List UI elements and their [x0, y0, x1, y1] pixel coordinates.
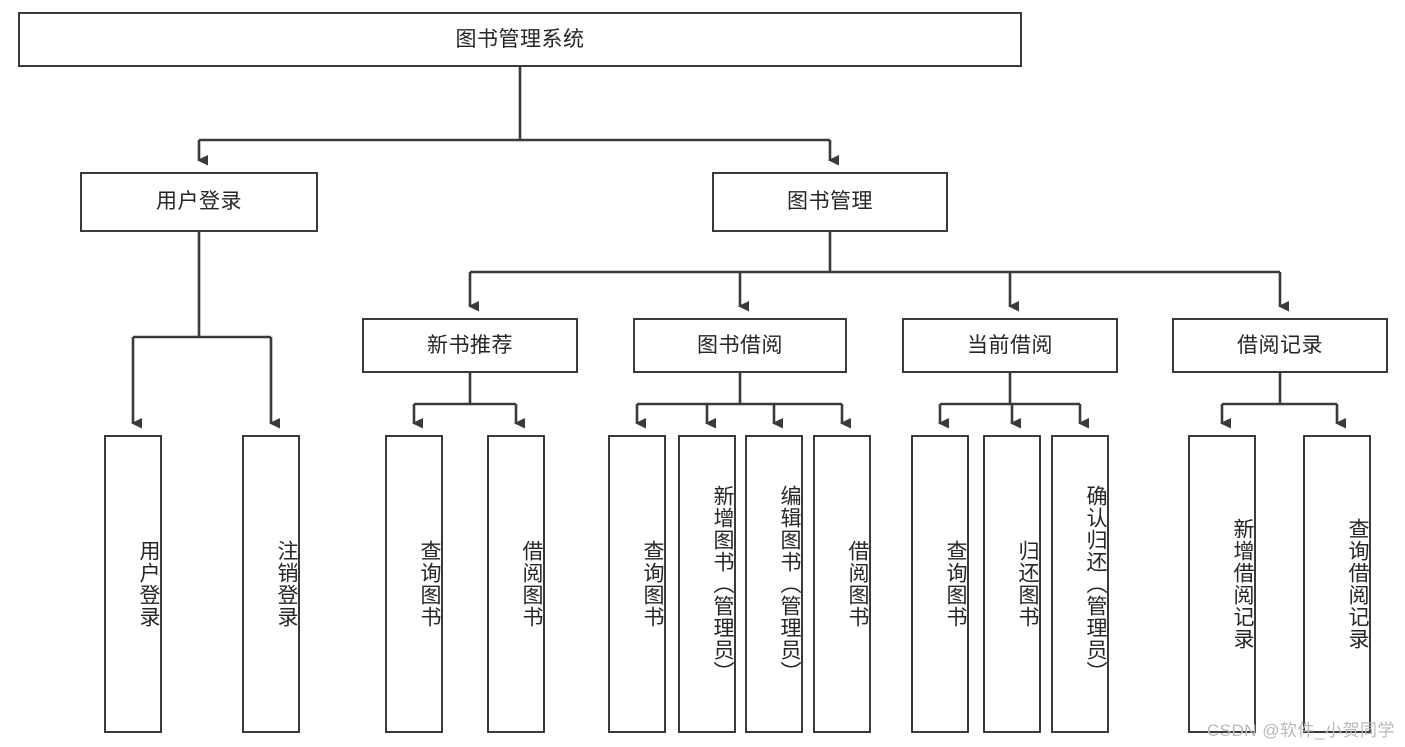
leaf-query-book-current[interactable]: 查询图书	[911, 435, 969, 733]
node-label: 查询图书	[418, 540, 441, 628]
node-label: 用户登录	[137, 540, 160, 628]
leaf-query-book-borrow[interactable]: 查询图书	[608, 435, 666, 733]
node-label: 图书管理系统	[455, 27, 585, 51]
node-label: 新增借阅记录	[1231, 518, 1254, 650]
node-label: 编辑图书（管理员）	[778, 485, 801, 683]
node-label: 查询图书	[944, 540, 967, 628]
node-label: 新增图书（管理员）	[711, 485, 734, 683]
node-borrow-record[interactable]: 借阅记录	[1172, 318, 1388, 373]
node-label: 借阅图书	[520, 540, 543, 628]
node-label: 图书借阅	[697, 333, 783, 357]
node-label: 确认归还（管理员）	[1084, 485, 1107, 683]
leaf-confirm-return-admin[interactable]: 确认归还（管理员）	[1051, 435, 1109, 733]
leaf-logout[interactable]: 注销登录	[242, 435, 300, 733]
leaf-return-book[interactable]: 归还图书	[983, 435, 1041, 733]
leaf-add-borrow-record[interactable]: 新增借阅记录	[1188, 435, 1256, 733]
node-book-management[interactable]: 图书管理	[712, 172, 948, 232]
leaf-query-borrow-record[interactable]: 查询借阅记录	[1303, 435, 1371, 733]
node-label: 借阅图书	[846, 540, 869, 628]
leaf-borrow-book-recommend[interactable]: 借阅图书	[487, 435, 545, 733]
node-new-book-recommend[interactable]: 新书推荐	[362, 318, 578, 373]
node-user-login[interactable]: 用户登录	[80, 172, 318, 232]
node-label: 查询图书	[641, 540, 664, 628]
leaf-add-book-admin[interactable]: 新增图书（管理员）	[678, 435, 736, 733]
watermark: CSDN @软件_小贺同学	[1206, 721, 1395, 740]
leaf-user-login[interactable]: 用户登录	[104, 435, 162, 733]
node-label: 注销登录	[275, 540, 298, 628]
leaf-borrow-book[interactable]: 借阅图书	[813, 435, 871, 733]
node-label: 当前借阅	[967, 333, 1053, 357]
node-label: 归还图书	[1016, 540, 1039, 628]
node-current-borrow[interactable]: 当前借阅	[902, 318, 1118, 373]
node-label: 新书推荐	[427, 333, 513, 357]
node-root-system[interactable]: 图书管理系统	[18, 12, 1022, 67]
node-book-borrow[interactable]: 图书借阅	[633, 318, 847, 373]
node-label: 图书管理	[787, 190, 873, 214]
leaf-query-book-recommend[interactable]: 查询图书	[385, 435, 443, 733]
node-label: 借阅记录	[1237, 333, 1323, 357]
node-label: 查询借阅记录	[1346, 518, 1369, 650]
node-label: 用户登录	[156, 190, 242, 214]
leaf-edit-book-admin[interactable]: 编辑图书（管理员）	[745, 435, 803, 733]
